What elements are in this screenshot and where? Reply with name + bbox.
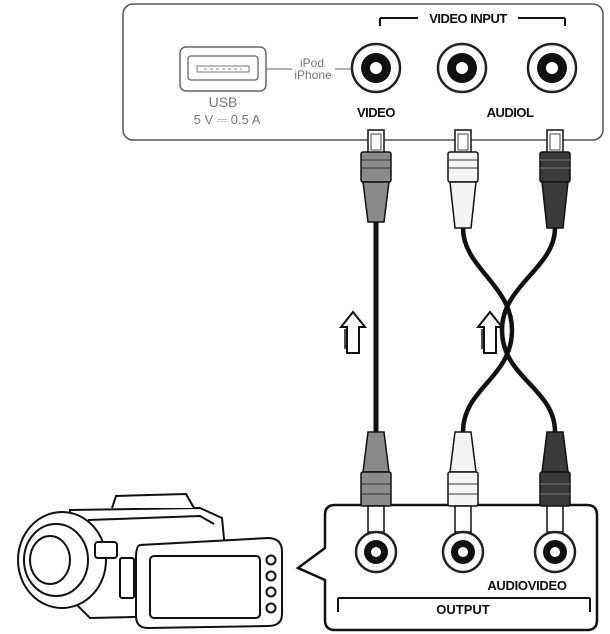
video-output-jack [354, 530, 398, 574]
audio-l-rca-plug-bottom [447, 431, 479, 533]
audio-cable [460, 227, 558, 433]
audio-r-input-jack [526, 42, 578, 94]
iphone-label: iPhone [294, 68, 332, 82]
usb-label: USB [209, 94, 238, 110]
usb-port-icon [179, 46, 267, 92]
audio-r-rca-plug-top [539, 129, 571, 229]
video-input-bracket [379, 17, 566, 26]
audio-r-output-jack [533, 530, 577, 574]
audio-l-input-jack [436, 42, 488, 94]
signal-direction-arrow-icon [338, 310, 368, 354]
video-input-jack [350, 42, 402, 94]
ipod-label: iPod [300, 56, 324, 70]
video-rca-plug-bottom [360, 431, 392, 533]
audio-jack-label: AUDIOL [487, 105, 534, 120]
audio-l-rca-plug-top [447, 129, 479, 229]
output-jack-labels: AUDIOVIDEO [487, 578, 567, 593]
video-input-label: VIDEO INPUT [429, 11, 507, 26]
audio-r-rca-plug-bottom [539, 431, 571, 533]
camcorder-icon [17, 492, 283, 630]
usb-rating-label: 5 V ⎓ 0.5 A [194, 112, 261, 127]
audio-l-output-jack [441, 530, 485, 574]
output-section-label: OUTPUT [436, 602, 490, 617]
video-jack-label: VIDEO [357, 105, 395, 120]
signal-direction-arrow-icon [475, 310, 505, 354]
video-rca-plug-top [360, 129, 392, 223]
